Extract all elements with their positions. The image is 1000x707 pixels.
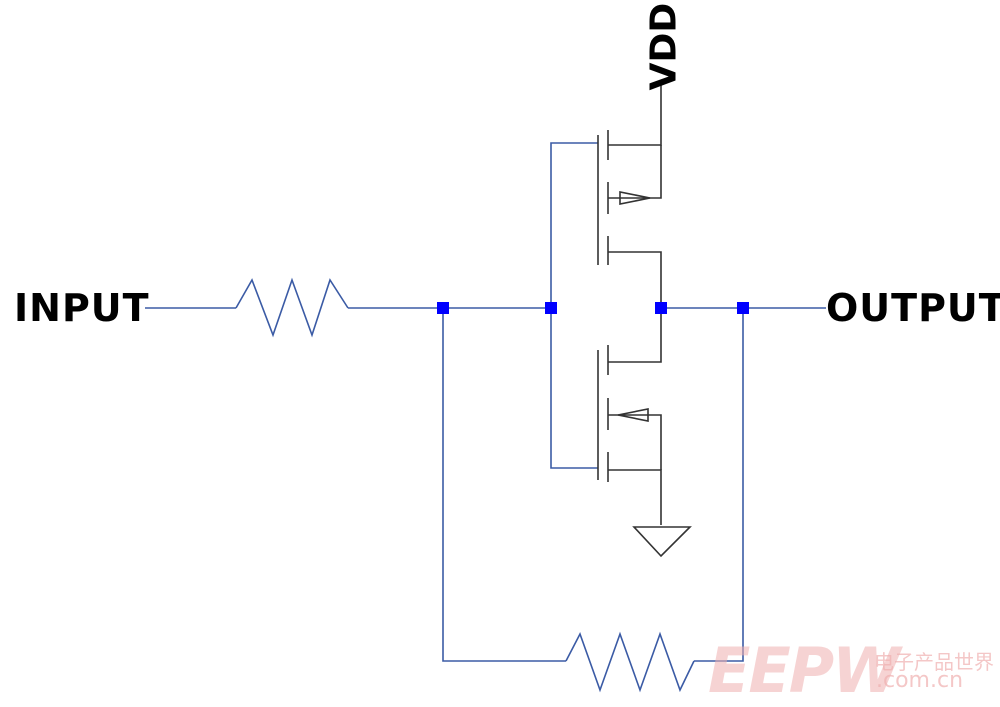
input-label: INPUT [14, 286, 150, 330]
ground-symbol [632, 526, 692, 558]
watermark-logo: EEPW [708, 634, 901, 707]
feedback-resistor [565, 631, 695, 693]
junction-node [545, 302, 557, 314]
watermark-cn-text: 电子产品世界 [874, 650, 994, 674]
feedback-wire-left [442, 308, 566, 662]
gate-bus [550, 142, 598, 469]
nmos-transistor [597, 308, 662, 525]
output-label: OUTPUT [826, 286, 1000, 330]
junction-node [737, 302, 749, 314]
vdd-label: VDD [643, 2, 685, 91]
junction-node [655, 302, 667, 314]
watermark-url: .com.cn [876, 668, 964, 693]
pmos-transistor [597, 85, 662, 308]
feedback-wire-right [694, 308, 744, 662]
input-resistor [235, 277, 349, 338]
junction-node [437, 302, 449, 314]
